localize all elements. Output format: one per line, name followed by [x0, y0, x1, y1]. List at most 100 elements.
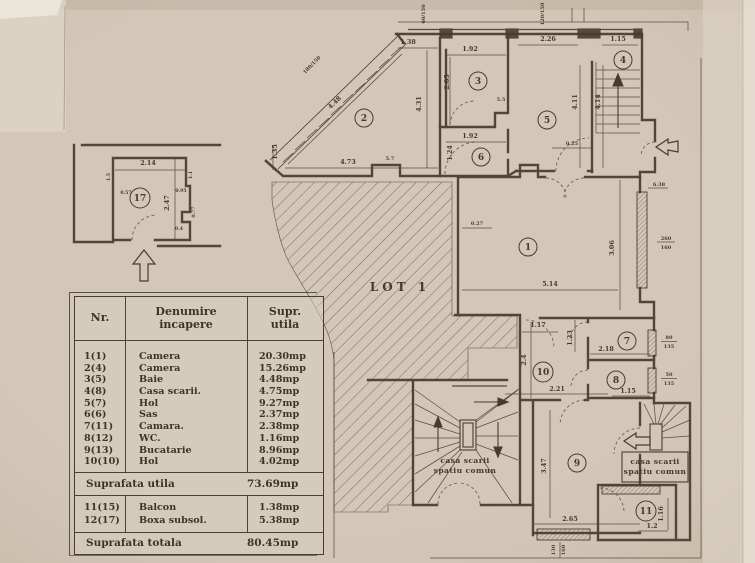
svg-text:4.31: 4.31 [415, 96, 423, 112]
svg-text:120/150: 120/150 [540, 2, 546, 25]
lot-label: LOT 1 [370, 280, 430, 294]
room-label-5: 5 [544, 116, 550, 126]
svg-text:0.4: 0.4 [175, 226, 184, 232]
svg-text:4.14: 4.14 [594, 94, 602, 110]
table-cell-nr: 10(10) [84, 456, 120, 468]
table-row: 8(12)WC.1.16mp [75, 433, 323, 445]
svg-text:5.14: 5.14 [542, 280, 558, 288]
svg-text:2.65: 2.65 [562, 515, 578, 523]
svg-text:1.15: 1.15 [610, 35, 626, 43]
table-cell-nr: 9(13) [84, 444, 114, 456]
table-cell-nr: 11(15) [84, 502, 120, 513]
room-label-1: 1 [525, 243, 531, 253]
boxa-entrance-arrow [131, 249, 157, 282]
svg-text:1.15: 1.15 [620, 387, 636, 395]
svg-text:260: 260 [661, 236, 672, 242]
svg-text:6.38: 6.38 [653, 182, 666, 188]
header-name: Denumire incapere [155, 305, 217, 331]
svg-text:1.92: 1.92 [462, 45, 478, 53]
table-cell-area: 15.26mp [259, 362, 306, 374]
svg-text:1.38: 1.38 [400, 38, 416, 46]
svg-text:0.57: 0.57 [120, 190, 131, 196]
table-cell-nr: 2(4) [84, 362, 107, 374]
total-label: Suprafata totala [86, 537, 182, 549]
thin-lines [115, 8, 702, 559]
stair-common-label-right2: spatiu comun [624, 467, 687, 476]
table-cell-name: Hol [139, 456, 159, 468]
table-cell-nr: 5(7) [84, 397, 107, 409]
room-label-4: 4 [620, 56, 626, 66]
table-row: 10(10) Hol 4.02mp [75, 456, 323, 468]
table-cell-name: Camara. [139, 421, 184, 433]
svg-text:1.5: 1.5 [106, 173, 112, 181]
svg-text:0.27: 0.27 [471, 221, 484, 227]
svg-text:80: 80 [666, 335, 673, 341]
table-cell-area: 4.02mp [259, 456, 300, 468]
window-bands [536, 191, 661, 541]
svg-text:2.4: 2.4 [520, 354, 528, 366]
table-cell-area: 9.27mp [259, 397, 300, 409]
stair-common-label-left2: spatiu comun [434, 466, 497, 475]
svg-text:2.21: 2.21 [549, 385, 565, 393]
header-area: Supr. utila [268, 305, 302, 331]
door-arcs [131, 100, 656, 513]
entrance-arrows [131, 137, 679, 451]
stair-common-label-left: casa scarii [440, 456, 489, 465]
svg-text:0.77: 0.77 [191, 206, 197, 217]
stair-common-label-right: casa scarii [630, 457, 679, 466]
table-cell-name: Boxa subsol. [139, 514, 207, 526]
stair-exit-arrow [622, 431, 651, 451]
subtotal-value: 73.69mp [247, 478, 299, 490]
room-label-7: 7 [624, 337, 630, 347]
table-cell-area: 2.37mp [259, 409, 300, 421]
dimension-labels: 1.38 1.92 2.26 1.15 4.48 4.31 1.35 4.73 … [106, 35, 666, 530]
table-cell-nr: 6(6) [84, 409, 107, 421]
table-cell-area: 1.38mp [259, 502, 300, 513]
svg-text:160: 160 [661, 245, 672, 251]
subtotal-label: Suprafata utila [86, 478, 175, 490]
svg-text:135: 135 [664, 381, 675, 387]
walls [72, 32, 692, 542]
table-cell-nr: 8(12) [84, 432, 114, 444]
total-row: Suprafata totala 80.45mp [75, 533, 323, 553]
svg-text:130: 130 [551, 544, 557, 555]
room-area-table: Nr. Denumire incapere Supr. utila 1(1)Ca… [69, 292, 324, 556]
svg-text:1.24: 1.24 [446, 145, 454, 161]
svg-text:3.47: 3.47 [540, 458, 548, 474]
entrance-arrow-right [654, 137, 679, 157]
svg-text:0.95: 0.95 [175, 188, 186, 194]
table-cell-nr: 4(8) [84, 386, 107, 398]
stair-arrows [433, 72, 624, 459]
table-cell-area: 4.75mp [259, 386, 300, 398]
subtotal-row: Suprafata utila 73.69mp [75, 473, 323, 496]
table-cell-area: 4.48mp [259, 374, 300, 386]
svg-text:2.85: 2.85 [443, 74, 451, 90]
svg-text:3.06: 3.06 [608, 240, 616, 256]
svg-text:2.14: 2.14 [140, 159, 156, 167]
room-label-3: 3 [475, 77, 481, 87]
table-cell-nr: 1(1) [84, 351, 107, 362]
svg-text:50: 50 [666, 372, 673, 378]
table-cell-name: Bucatarie [139, 444, 192, 456]
room-label-8: 8 [613, 376, 619, 386]
svg-text:1.1: 1.1 [188, 171, 194, 179]
diagonal-glazing [269, 33, 407, 170]
svg-text:60/150: 60/150 [421, 4, 427, 24]
svg-text:2.18: 2.18 [598, 345, 614, 353]
svg-text:4.11: 4.11 [571, 94, 579, 110]
room-label-11: 11 [640, 507, 653, 517]
svg-text:2.47: 2.47 [163, 195, 171, 211]
room-label-9: 9 [574, 459, 580, 469]
svg-text:135: 135 [664, 344, 675, 350]
table-row: 12(17)Boxa subsol.5.38mp [75, 515, 323, 528]
room-label-17: 17 [134, 194, 147, 204]
svg-text:1.92: 1.92 [462, 132, 478, 140]
